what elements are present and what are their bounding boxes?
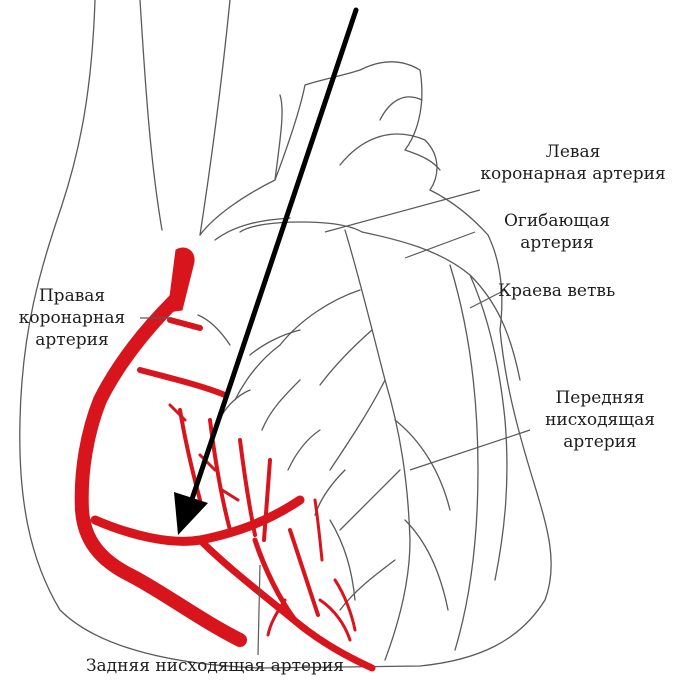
marginal-branch-label: Краева ветвь bbox=[498, 280, 638, 302]
label-line: нисходящая bbox=[526, 409, 674, 431]
label-line: Краева ветвь bbox=[498, 280, 638, 302]
label-line: артерия bbox=[526, 431, 674, 453]
anterior-descending-artery-label: Передняя нисходящая артерия bbox=[526, 387, 674, 453]
label-line: коронарная bbox=[2, 307, 142, 329]
leader-lines bbox=[140, 190, 530, 655]
posterior-descending-artery-label: Задняя нисходящая артерия bbox=[60, 655, 370, 677]
label-line: Левая bbox=[468, 141, 676, 163]
left-coronary-artery-label: Левая коронарная артерия bbox=[468, 141, 676, 185]
circumflex-artery-label: Огибающая артерия bbox=[482, 210, 632, 254]
label-line: артерия bbox=[482, 232, 632, 254]
right-coronary-artery-label: Правая коронарная артерия bbox=[2, 285, 142, 351]
label-line: артерия bbox=[2, 329, 142, 351]
label-line: Огибающая bbox=[482, 210, 632, 232]
label-line: Передняя bbox=[526, 387, 674, 409]
label-line: Правая bbox=[2, 285, 142, 307]
label-line: коронарная артерия bbox=[468, 163, 676, 185]
label-line: Задняя нисходящая артерия bbox=[60, 655, 370, 677]
